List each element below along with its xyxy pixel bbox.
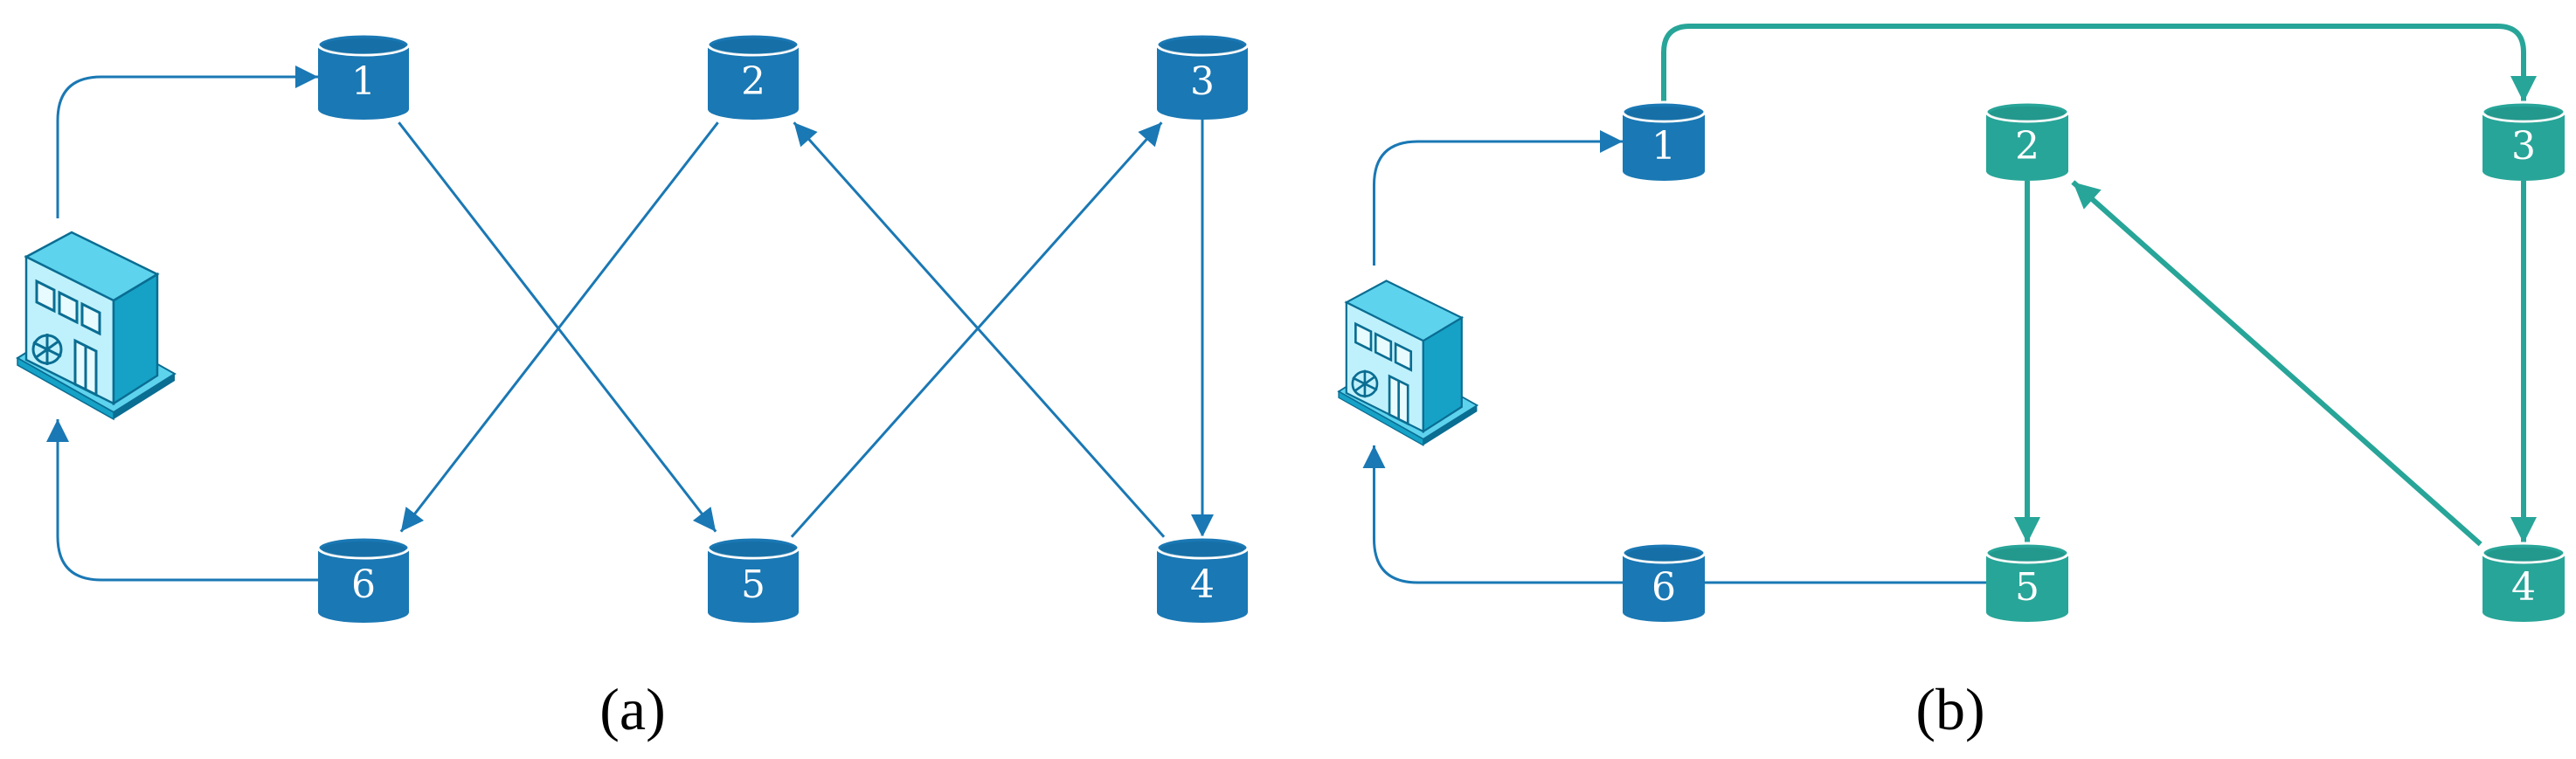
database-node-b-6: 6 bbox=[1621, 542, 1707, 622]
depot-building-icon-b bbox=[1337, 279, 1479, 446]
database-node-a-6-label: 6 bbox=[351, 562, 376, 607]
database-node-b-6-label: 6 bbox=[1652, 565, 1676, 610]
database-node-b-1-label: 1 bbox=[1652, 124, 1676, 169]
database-node-b-3-label: 3 bbox=[2511, 124, 2536, 169]
database-node-b-4-label: 4 bbox=[2511, 565, 2536, 610]
panel-caption-a: (a) bbox=[599, 676, 665, 742]
database-node-b-3: 3 bbox=[2481, 100, 2566, 181]
database-node-b-1: 1 bbox=[1621, 100, 1707, 181]
edge-a-1-to-5 bbox=[398, 121, 717, 533]
database-node-a-2: 2 bbox=[706, 32, 800, 120]
database-node-a-6: 6 bbox=[316, 535, 411, 623]
edges-b bbox=[1362, 24, 2537, 594]
edge-a-6-to-depot bbox=[46, 419, 318, 582]
edge-b-6-to-depot bbox=[1362, 445, 1623, 584]
panel-a: 1 2 3 4 5 6 (a) bbox=[16, 32, 1250, 742]
database-node-b-5: 5 bbox=[1984, 542, 2070, 622]
database-node-b-4: 4 bbox=[2481, 542, 2566, 622]
database-node-a-1: 1 bbox=[316, 32, 411, 120]
database-node-a-3: 3 bbox=[1155, 32, 1250, 120]
database-node-a-5-label: 5 bbox=[741, 562, 765, 607]
database-node-a-5: 5 bbox=[706, 535, 800, 623]
edge-b-4-to-2 bbox=[2071, 180, 2483, 547]
edge-a-2-to-6 bbox=[399, 121, 719, 533]
edges-a bbox=[46, 66, 1214, 582]
edge-a-5-to-3 bbox=[790, 121, 1163, 538]
database-node-b-2: 2 bbox=[1984, 100, 2070, 181]
panel-caption-b: (b) bbox=[1915, 676, 1984, 742]
database-node-b-5-label: 5 bbox=[2015, 565, 2039, 610]
database-node-a-3-label: 3 bbox=[1190, 59, 1215, 104]
edge-b-depot-to-1 bbox=[1372, 130, 1623, 266]
edge-b-1-to-3 bbox=[1661, 24, 2537, 107]
database-node-a-2-label: 2 bbox=[741, 59, 765, 104]
edge-a-4-to-2 bbox=[793, 121, 1166, 538]
database-node-b-2-label: 2 bbox=[2015, 124, 2039, 169]
database-node-a-4: 4 bbox=[1155, 535, 1250, 623]
panel-b: 1 2 3 4 5 6 (b) bbox=[1337, 24, 2566, 742]
depot-building-icon-a bbox=[16, 231, 177, 421]
database-node-a-4-label: 4 bbox=[1190, 562, 1215, 607]
database-node-a-1-label: 1 bbox=[351, 59, 376, 104]
edge-a-depot-to-1 bbox=[56, 66, 318, 218]
